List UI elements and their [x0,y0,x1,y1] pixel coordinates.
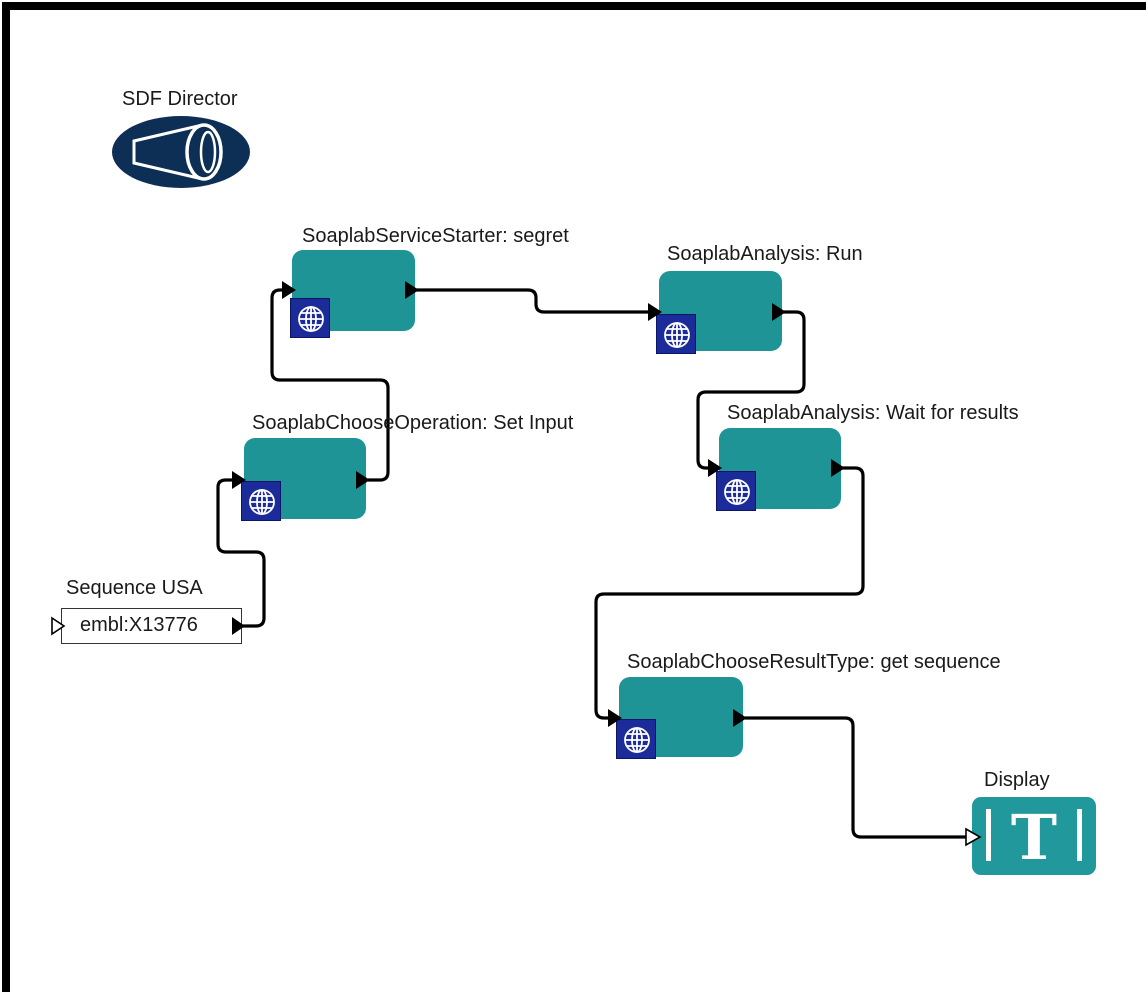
display-label: Display [984,769,1050,791]
globe-icon [241,481,281,521]
display-glyph: T [1010,801,1058,874]
input-port-analysis-run[interactable] [648,303,662,321]
output-port-analysis-wait[interactable] [831,459,845,477]
input-port-service-starter[interactable] [282,281,296,299]
input-port-sequence[interactable] [51,616,66,636]
text-display-icon[interactable]: T [972,797,1096,875]
globe-icon [290,298,330,338]
wire-choose-operation-to-service-starter[interactable] [270,288,390,482]
sequence-usa-constant[interactable] [61,608,242,644]
output-port-choose-operation[interactable] [356,471,370,489]
wire-sequence-to-choose-operation[interactable] [216,478,266,628]
globe-icon [616,719,656,759]
wire-service-starter-to-analysis-run[interactable] [416,288,656,314]
actor-label-analysis-wait: SoaplabAnalysis: Wait for results [727,402,1019,424]
director-label: SDF Director [122,88,238,110]
wire-analysis-wait-to-choose-result[interactable] [594,466,865,720]
display-left-bar [986,809,991,861]
megaphone-icon[interactable] [110,114,252,190]
input-port-choose-result[interactable] [608,709,622,727]
output-port-analysis-run[interactable] [772,303,786,321]
constant-label: Sequence USA [66,577,203,599]
output-port-choose-result[interactable] [733,709,747,727]
output-port-service-starter[interactable] [405,281,419,299]
output-port-sequence[interactable] [232,617,245,635]
constant-value: embl:X13776 [80,614,198,636]
globe-icon [656,314,696,354]
input-port-display[interactable] [965,827,982,847]
actor-label-choose-operation: SoaplabChooseOperation: Set Input [252,412,574,434]
display-right-bar [1077,809,1082,861]
input-port-analysis-wait[interactable] [708,459,722,477]
wire-analysis-run-to-analysis-wait[interactable] [696,310,806,470]
wire-choose-result-to-display[interactable] [745,716,966,839]
actor-label-analysis-run: SoaplabAnalysis: Run [667,243,863,265]
actor-label-service-starter: SoaplabServiceStarter: segret [302,225,569,247]
globe-icon [716,471,756,511]
actor-label-choose-result: SoaplabChooseResultType: get sequence [627,651,1001,673]
input-port-choose-operation[interactable] [232,471,246,489]
